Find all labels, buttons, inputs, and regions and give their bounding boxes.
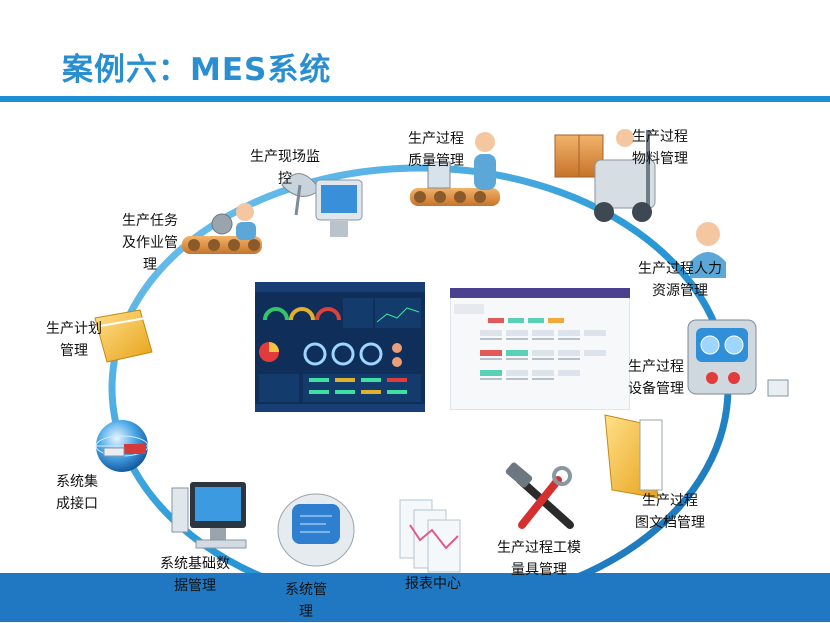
conveyor-inspection-icon xyxy=(410,132,500,206)
folder-documents-icon xyxy=(604,414,663,499)
label-equipment: 生产过程设备管理 xyxy=(628,359,684,397)
slide-title: 案例六：MES系统 xyxy=(62,52,332,88)
title-underline-bar xyxy=(0,96,830,102)
label-documents: 生产过程图文档管理 xyxy=(635,493,705,531)
dashboard-screenshot xyxy=(255,282,425,412)
hammer-wrench-icon xyxy=(505,462,574,529)
label-tasks: 生产任务及作业管理 xyxy=(122,213,178,273)
label-material: 生产过程物料管理 xyxy=(632,129,688,167)
label-integration: 系统集成接口 xyxy=(56,474,98,512)
workorder-screenshot xyxy=(449,287,631,411)
label-tooling: 生产过程工模量具管理 xyxy=(497,540,581,578)
forklift-icon xyxy=(554,129,656,222)
label-basic-data: 系统基础数据管理 xyxy=(160,556,230,594)
worker-icon xyxy=(690,222,726,278)
footer-bar xyxy=(0,573,830,622)
label-planning: 生产计划管理 xyxy=(46,321,102,359)
label-field-monitoring: 生产现场监控 xyxy=(250,149,320,187)
globe-plug-icon xyxy=(95,420,149,472)
label-system: 系统管理 xyxy=(285,582,327,620)
label-quality: 生产过程质量管理 xyxy=(408,131,464,169)
desktop-computer-icon xyxy=(171,482,247,549)
monitor-screen-icon xyxy=(277,493,355,567)
control-panel-icon xyxy=(687,319,789,397)
folder-icon xyxy=(94,309,153,363)
label-hr: 生产过程人力资源管理 xyxy=(638,261,722,299)
assembly-line-icon xyxy=(182,203,262,254)
satellite-dish-monitor-icon xyxy=(281,173,363,237)
label-reports: 报表中心 xyxy=(405,576,461,592)
report-sheets-icon xyxy=(399,499,461,573)
